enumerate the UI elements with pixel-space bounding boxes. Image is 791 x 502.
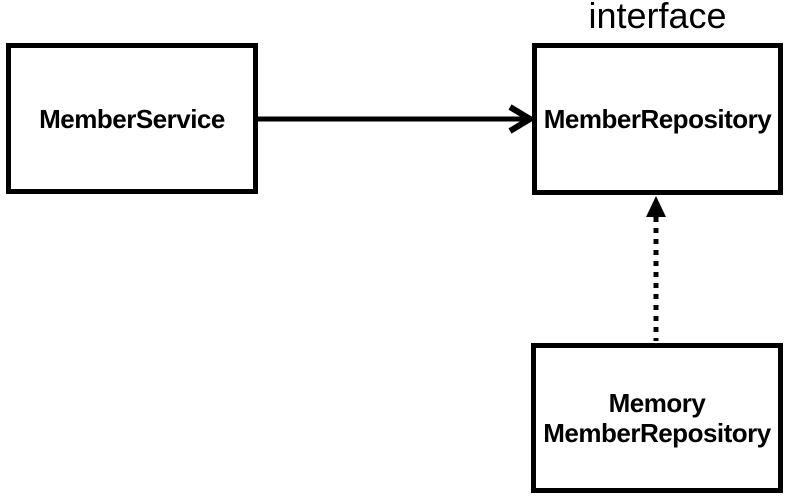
memory-label-line-1: Memory (608, 388, 706, 418)
node-member-repository: MemberRepository (532, 43, 783, 195)
dotted-arrow-head (646, 196, 666, 217)
node-memory-member-repository: Memory MemberRepository (531, 343, 783, 493)
node-member-repository-label: MemberRepository (543, 104, 772, 134)
node-member-service-label: MemberService (39, 103, 225, 134)
interface-stereotype-label: interface (588, 0, 727, 36)
node-member-service: MemberService (6, 43, 258, 194)
memory-label-line-2: MemberRepository (543, 418, 771, 448)
node-memory-member-repository-label: Memory MemberRepository (543, 388, 771, 448)
solid-arrow-head (508, 104, 536, 134)
